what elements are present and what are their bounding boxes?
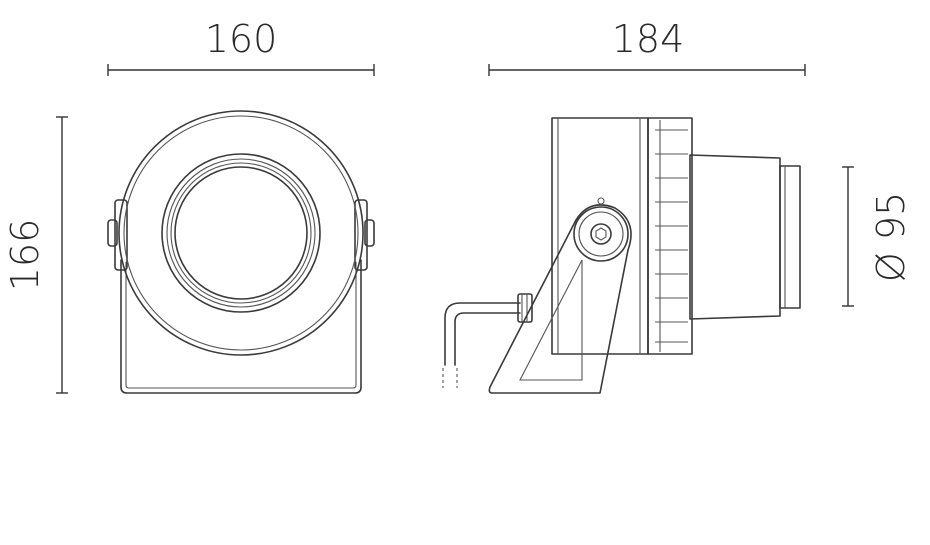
side-pivot-knob (573, 206, 629, 262)
side-body (551, 117, 649, 355)
dimension-front-width: 160 (107, 17, 375, 76)
front-outer-ring (118, 110, 364, 356)
right-pivot (354, 199, 368, 271)
front-bracket (120, 259, 362, 394)
cable (444, 302, 521, 366)
pivot-screw (590, 223, 612, 245)
front-width-label: 160 (205, 17, 278, 61)
front-lens (174, 166, 308, 300)
diameter-label: Ø 95 (869, 192, 913, 282)
side-length-label: 184 (612, 17, 685, 61)
left-pivot (114, 199, 128, 271)
cable-gland (517, 293, 533, 323)
lens-front-ring (779, 165, 801, 309)
lens-housing (689, 154, 781, 320)
front-view (107, 110, 375, 394)
mounting-arm (488, 204, 632, 394)
side-view (442, 117, 801, 394)
dimension-side-length: 184 (488, 17, 806, 76)
dimension-height: 166 (3, 116, 68, 394)
heat-sink (647, 117, 693, 355)
height-label: 166 (3, 219, 47, 292)
front-lens-ring (161, 153, 321, 313)
dimension-diameter: Ø 95 (842, 166, 913, 307)
